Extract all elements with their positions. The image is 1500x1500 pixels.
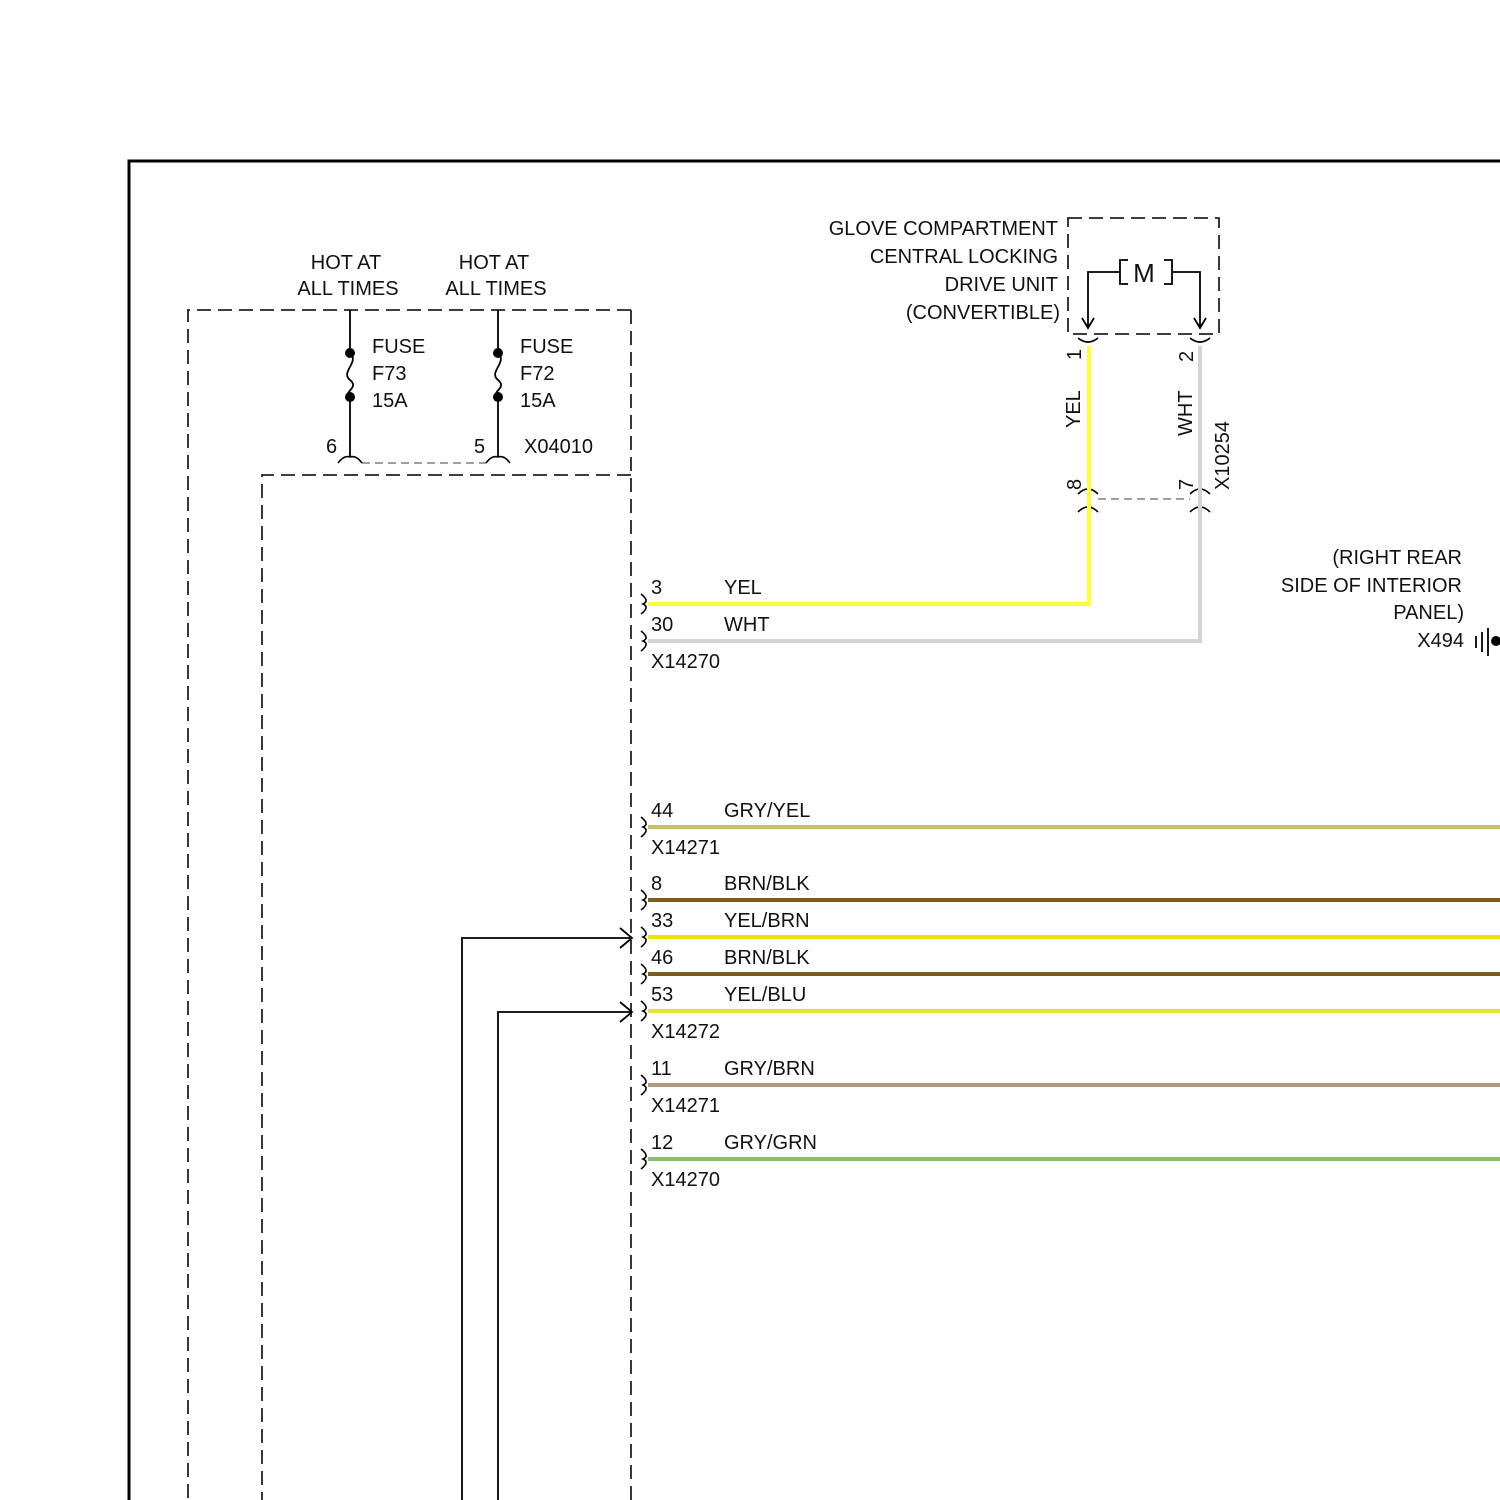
wire-pin: 3 (651, 577, 662, 599)
drive-unit-title: CENTRAL LOCKING (870, 246, 1058, 268)
fuse-f72: HOT AT ALL TIMES FUSE F72 15A 5 (445, 252, 573, 463)
connector-cavity (641, 1075, 646, 1095)
inline-pin-8: 8 (1064, 479, 1086, 490)
fuse-f73: HOT AT ALL TIMES FUSE F73 15A 6 (297, 252, 425, 463)
connector-cavity (641, 890, 646, 910)
wire-pin: 33 (651, 910, 673, 932)
wire-connector-label: X14271 (651, 1095, 720, 1117)
connector-cavity (641, 964, 646, 984)
drive-unit-title: (CONVERTIBLE) (906, 302, 1060, 324)
ground-point: (RIGHT REAR SIDE OF INTERIOR PANEL) X494 (1281, 547, 1500, 656)
wire-pin: 8 (651, 873, 662, 895)
inline-pin-7: 7 (1176, 479, 1198, 490)
wire-color-code: GRY/YEL (724, 800, 810, 822)
fuse-rating: 15A (520, 390, 556, 412)
drive-pin-1: 1 (1064, 349, 1086, 360)
wire-color-code: BRN/BLK (724, 873, 810, 895)
connector-cavity (641, 927, 646, 947)
drive-pin-2: 2 (1176, 351, 1198, 362)
wire-color-code: GRY/BRN (724, 1058, 815, 1080)
yel-wire-run (648, 346, 1089, 604)
wire-row: 46 BRN/BLK (641, 947, 1500, 984)
drive-wire-yel: YEL (1063, 390, 1085, 428)
connector-cavity (641, 817, 646, 837)
fuse-box (188, 310, 631, 1500)
fuse-pin: 5 (474, 436, 485, 458)
fuse-rating: 15A (372, 390, 408, 412)
hot-at-label: HOT AT (459, 252, 529, 274)
wire-connector-label: X14270 (651, 1169, 720, 1191)
wire-connector-label: X14271 (651, 837, 720, 859)
wire-row: 33 YEL/BRN (641, 910, 1500, 947)
fuse-pin: 6 (326, 436, 337, 458)
wire-pin: 44 (651, 800, 673, 822)
wire-color-code: BRN/BLK (724, 947, 810, 969)
wire-pin: 53 (651, 984, 673, 1006)
wire-pin: 12 (651, 1132, 673, 1154)
drive-unit-title: DRIVE UNIT (945, 274, 1058, 296)
hot-at-label: HOT AT (311, 252, 381, 274)
wire-color-code: YEL/BRN (724, 910, 810, 932)
fuse-word: FUSE (372, 336, 425, 358)
fuse-word: FUSE (520, 336, 573, 358)
all-times-label: ALL TIMES (445, 278, 546, 300)
connector-cavity (641, 1001, 646, 1021)
connector-cavity (641, 594, 646, 614)
motor-label: M (1133, 258, 1155, 288)
wire-color-code: YEL (724, 577, 762, 599)
all-times-label: ALL TIMES (297, 278, 398, 300)
wire-pin: 46 (651, 947, 673, 969)
wire-color-code: YEL/BLU (724, 984, 806, 1006)
fuse-id: F72 (520, 363, 554, 385)
ground-location: PANEL) (1393, 602, 1464, 624)
fuse-id: F73 (372, 363, 406, 385)
diagram-frame (129, 161, 1500, 1500)
connector-cavity (641, 1149, 646, 1169)
fuse-connector-label: X04010 (524, 436, 593, 458)
ground-connector: X494 (1417, 630, 1464, 652)
wire-color-code: WHT (724, 614, 770, 636)
drive-unit: GLOVE COMPARTMENT CENTRAL LOCKING DRIVE … (829, 218, 1234, 512)
inline-connector-label: X10254 (1212, 421, 1234, 490)
wire-color-code: GRY/GRN (724, 1132, 817, 1154)
feed-arrows (462, 928, 632, 1500)
wire-row: 3 YEL (641, 577, 762, 614)
wire-pin: 30 (651, 614, 673, 636)
wire-pin: 11 (651, 1058, 672, 1080)
ground-location: (RIGHT REAR (1332, 547, 1462, 569)
wire-connector-label: X14270 (651, 651, 720, 673)
wire-row: 8 BRN/BLK (641, 873, 1500, 910)
drive-unit-title: GLOVE COMPARTMENT (829, 218, 1058, 240)
connector-cavity (641, 631, 646, 651)
ground-location: SIDE OF INTERIOR (1281, 575, 1462, 597)
ground-dot (1491, 636, 1500, 646)
drive-wire-wht: WHT (1175, 390, 1197, 436)
wire-connector-label: X14272 (651, 1021, 720, 1043)
